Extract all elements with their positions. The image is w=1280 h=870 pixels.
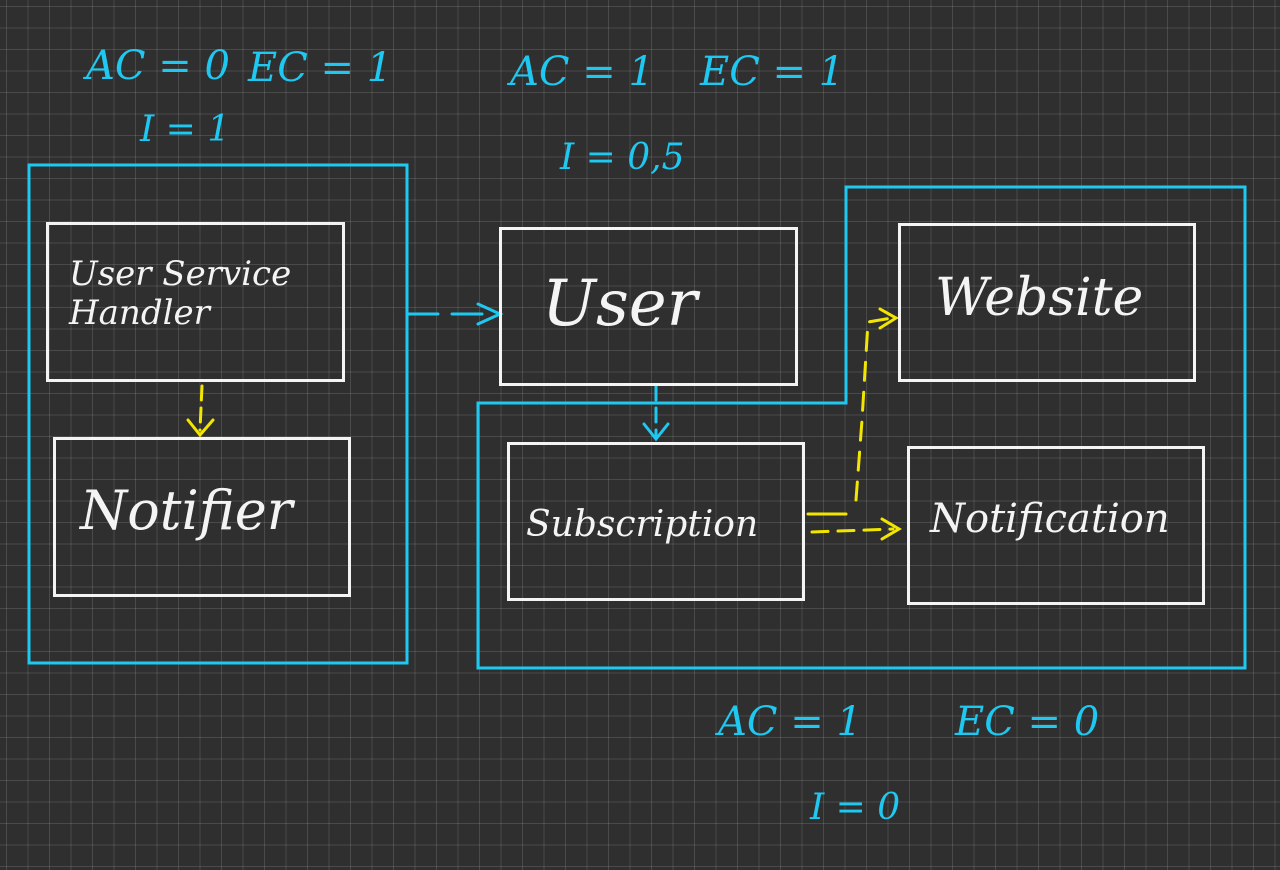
left-instability-label: I = 1 [140, 109, 231, 150]
user-service-handler-box: User Service Handler [46, 222, 345, 382]
arrow-handler-to-notifier [186, 384, 215, 438]
notification-box: Notification [907, 446, 1205, 605]
arrow-handler-to-user [406, 302, 504, 326]
left-ac-label: AC = 0 [86, 43, 230, 89]
left-module-boundary [27, 163, 409, 665]
notifier-box: Notifier [53, 437, 351, 597]
website-label: Website [935, 268, 1144, 328]
left-ec-label: EC = 1 [248, 45, 393, 91]
user-label: User [542, 267, 698, 341]
user-box: User [499, 227, 798, 386]
subscription-label: Subscription [526, 504, 759, 545]
middle-instability-label: I = 0,5 [560, 137, 685, 178]
right-ac-label: AC = 1 [718, 699, 862, 745]
arrow-subscription-to-notification [806, 512, 902, 541]
right-ec-label: EC = 0 [955, 699, 1100, 745]
notifier-label: Notifier [80, 479, 293, 542]
middle-ec-label: EC = 1 [700, 49, 845, 95]
arrow-subscription-to-website [854, 307, 899, 502]
user-service-handler-label: User Service Handler [69, 254, 292, 334]
middle-ac-label: AC = 1 [510, 49, 654, 95]
notification-label: Notification [930, 496, 1170, 542]
website-box: Website [898, 223, 1196, 382]
subscription-box: Subscription [507, 442, 805, 601]
right-instability-label: I = 0 [810, 787, 901, 828]
right-module-boundary [476, 185, 1247, 670]
arrow-user-to-subscription [642, 384, 670, 442]
